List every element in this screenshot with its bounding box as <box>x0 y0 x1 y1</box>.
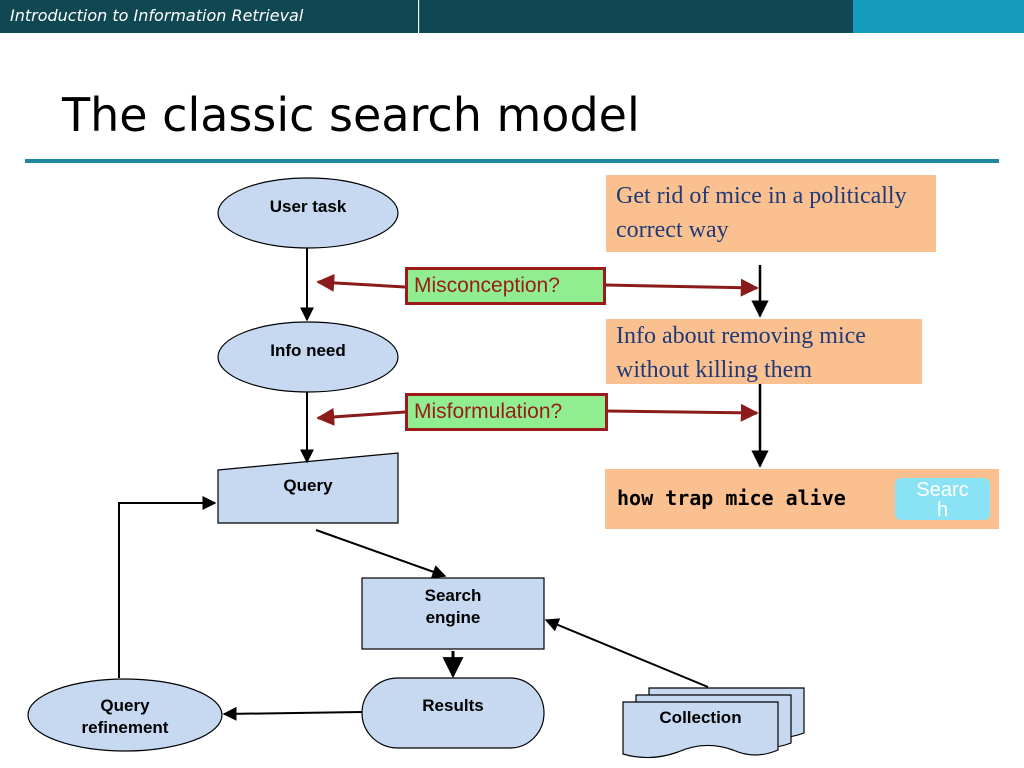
arrow-results-to-refinement <box>222 706 363 721</box>
query-refinement-node <box>27 678 223 752</box>
slide-title: The classic search model <box>62 88 640 142</box>
results-node <box>361 677 545 749</box>
course-title: Introduction to Information Retrieval <box>10 6 304 25</box>
search-engine-label-line1: Search <box>424 586 482 605</box>
example-query-box: how trap mice alive Search <box>605 469 999 529</box>
arrow-collection-to-engine <box>544 618 709 688</box>
title-underline <box>25 159 999 163</box>
collection-node <box>622 687 805 759</box>
header-banner: Introduction to Information Retrieval <box>0 0 1024 33</box>
misformulation-tag: Misformulation? <box>405 393 608 431</box>
user-task-label: User task <box>269 197 347 216</box>
query-refinement-label: Query refinement <box>28 695 222 739</box>
arrow-refinement-to-query <box>118 496 217 678</box>
example-query-text: how trap mice alive <box>617 486 846 510</box>
banner-segment <box>419 0 854 33</box>
info-need-label: Info need <box>270 341 346 360</box>
misconception-arrow-left <box>316 273 406 292</box>
query-label: Query <box>283 476 333 495</box>
search-engine-label-line2: engine <box>425 608 481 627</box>
arrow-query-to-engine <box>315 529 447 579</box>
misconception-tag: Misconception? <box>405 267 606 305</box>
misconception-arrow-right <box>605 278 759 297</box>
banner-accent <box>853 0 1024 33</box>
search-button[interactable]: Search <box>895 478 990 520</box>
misformulation-arrow-right <box>605 403 759 422</box>
search-engine-label: Search engine <box>362 585 544 629</box>
query-refinement-label-line2: refinement <box>81 718 169 737</box>
collection-label: Collection <box>659 708 742 727</box>
search-engine-node <box>361 577 545 650</box>
banner-segment <box>0 0 418 33</box>
misformulation-arrow-left <box>316 407 406 426</box>
query-refinement-label-line1: Query <box>100 696 150 715</box>
query-node <box>217 452 399 524</box>
example-task-note: Get rid of mice in a politically correct… <box>606 175 936 252</box>
example-need-note: Info about removing mice without killing… <box>606 319 922 384</box>
results-label: Results <box>422 696 484 715</box>
